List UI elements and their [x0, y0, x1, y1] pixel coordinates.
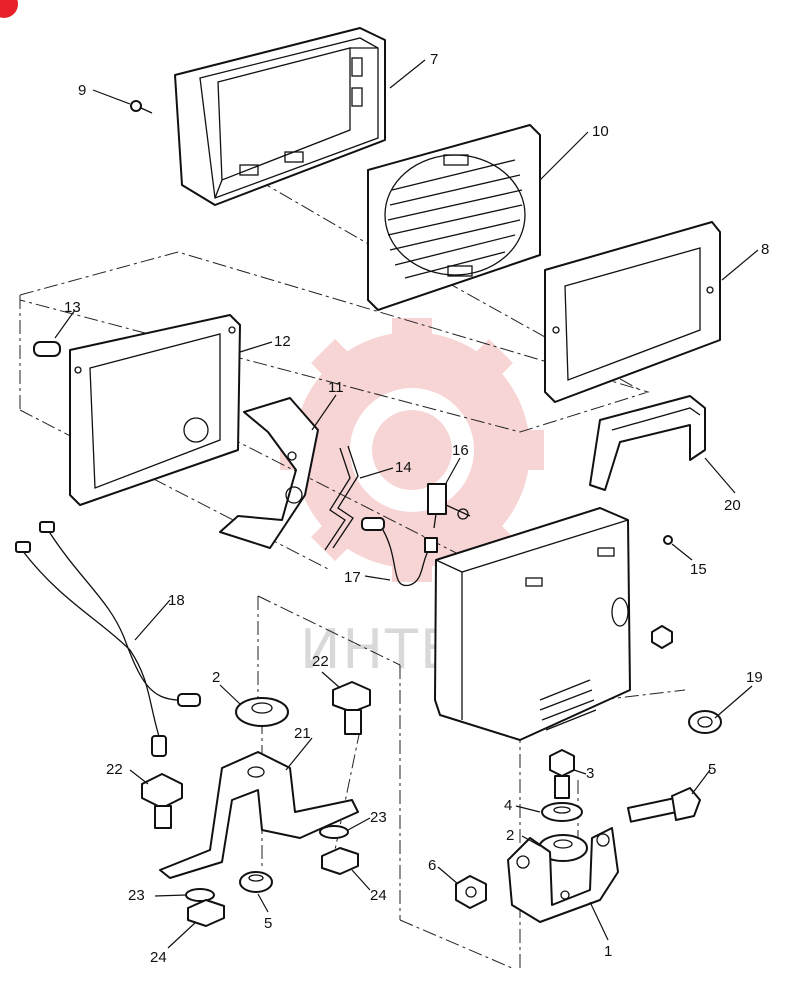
washer-part-23-left — [185, 888, 215, 902]
wire-part-14 — [324, 445, 359, 551]
callout-4: 4 — [504, 797, 512, 814]
lead-part-17 — [361, 517, 438, 587]
bolt-part-5-long — [627, 787, 701, 823]
callout-11: 11 — [328, 379, 344, 396]
housing-plate-part-12 — [69, 314, 241, 506]
washer-part-23-right — [319, 825, 349, 839]
callout-5-right: 5 — [708, 761, 716, 778]
nut-part-5 — [239, 871, 273, 893]
bushing-part-2-left — [235, 697, 289, 727]
leader-lines — [54, 59, 759, 949]
bolt-part-3 — [549, 749, 575, 799]
callout-2-left: 2 — [212, 669, 220, 686]
callout-10: 10 — [592, 123, 609, 140]
callout-22-right: 22 — [312, 653, 329, 670]
callout-5-bottom: 5 — [264, 915, 272, 932]
callout-24-left: 24 — [150, 949, 167, 966]
callout-15: 15 — [690, 561, 707, 578]
watermark-gear-logo — [280, 318, 544, 582]
callout-18: 18 — [168, 592, 185, 609]
gasket-part-8 — [544, 221, 721, 403]
nut-part-6 — [455, 875, 487, 909]
callout-16: 16 — [452, 442, 469, 459]
bulb-part-13 — [33, 341, 61, 357]
callout-7: 7 — [430, 51, 438, 68]
callout-14: 14 — [395, 459, 412, 476]
screw-part-15 — [663, 535, 673, 545]
callout-20: 20 — [724, 497, 741, 514]
callout-13: 13 — [64, 299, 81, 316]
cover-part-20 — [589, 395, 706, 491]
callout-3: 3 — [586, 765, 594, 782]
callout-8: 8 — [761, 241, 769, 258]
callout-17: 17 — [344, 569, 361, 586]
side-nut — [651, 625, 673, 649]
bracket-part-11 — [219, 397, 319, 549]
callout-12: 12 — [274, 333, 291, 350]
bolt-part-22-left — [141, 773, 183, 829]
callout-23-left: 23 — [128, 887, 145, 904]
callout-24-right: 24 — [370, 887, 387, 904]
washer-part-4 — [541, 802, 583, 822]
main-housing — [434, 507, 631, 741]
callout-labels: 7 9 10 8 13 12 11 14 16 17 18 15 20 19 2… — [64, 51, 769, 966]
grille-part-10 — [367, 124, 541, 311]
callout-23-right: 23 — [370, 809, 387, 826]
corner-mark — [0, 0, 18, 18]
bolt-part-22-right — [332, 681, 371, 735]
callout-1: 1 — [604, 943, 612, 960]
mounting-bracket-part-21 — [159, 751, 359, 879]
grommet-part-19 — [688, 710, 722, 734]
base-bracket-part-1 — [507, 827, 619, 923]
bezel-frame-part-7 — [174, 27, 386, 206]
callout-19: 19 — [746, 669, 763, 686]
callout-2-right: 2 — [506, 827, 514, 844]
nut-part-24-right — [321, 847, 359, 875]
callout-6: 6 — [428, 857, 436, 874]
switch-part-16 — [427, 483, 471, 529]
nut-part-24-left — [187, 899, 225, 927]
harness-part-18 — [15, 521, 201, 757]
callout-21: 21 — [294, 725, 311, 742]
callout-9: 9 — [78, 82, 86, 99]
callout-22-left: 22 — [106, 761, 123, 778]
screw-part-9 — [130, 100, 153, 114]
